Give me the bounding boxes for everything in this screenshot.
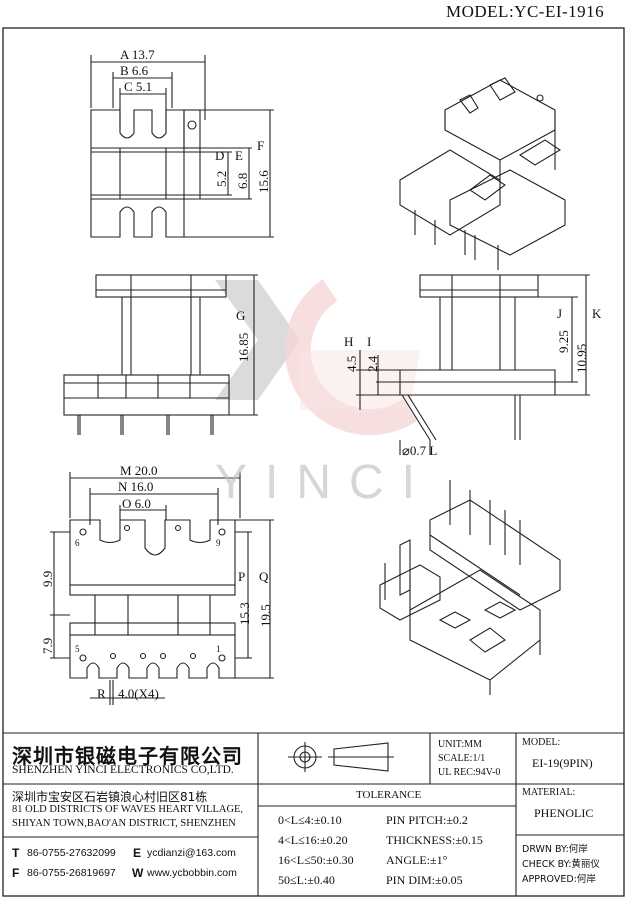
dim-e: E bbox=[235, 148, 243, 163]
thickness: THICKNESS:±0.15 bbox=[386, 833, 483, 847]
dim-j-value: 9.25 bbox=[556, 330, 571, 353]
bottom-view bbox=[50, 472, 274, 705]
side-view bbox=[356, 274, 590, 455]
tolerance-4: 50≤L:±0.40 bbox=[278, 873, 335, 887]
title-block-lines bbox=[3, 732, 624, 896]
dim-g-value: 16.85 bbox=[236, 332, 251, 362]
dim-g: G bbox=[236, 308, 246, 323]
dim-j: J bbox=[557, 306, 563, 321]
dim-o: O 6.0 bbox=[122, 496, 151, 511]
isometric-view-top bbox=[399, 77, 566, 270]
unit-label: UNIT:MM bbox=[438, 739, 482, 750]
dim-k-value: 10.95 bbox=[574, 343, 589, 373]
address-cn: 深圳市宝安区石岩镇浪心村旧区81栋 bbox=[12, 790, 208, 804]
web-label: W bbox=[132, 866, 144, 880]
dim-k: K bbox=[592, 306, 602, 321]
dim-e-value: 6.8 bbox=[235, 172, 250, 189]
dim-pin-diameter: ⌀0.7 L bbox=[402, 443, 438, 458]
dim-q-value: 19.5 bbox=[258, 604, 273, 627]
ul-label: UL REC:94V-0 bbox=[438, 767, 501, 778]
tolerance-1: 0<L≤4:±0.10 bbox=[278, 813, 342, 827]
material-label: MATERIAL: bbox=[522, 787, 576, 798]
dim-r-value: 4.0(X4) bbox=[118, 686, 159, 701]
email-value: ycdianzi@163.com bbox=[147, 847, 236, 859]
dim-a: A 13.7 bbox=[120, 47, 155, 62]
isometric-view-bottom bbox=[379, 480, 561, 695]
dim-d: D bbox=[215, 148, 225, 163]
tolerance-2: 4<L≤16:±0.20 bbox=[278, 833, 348, 847]
dim-f-value: 15.6 bbox=[256, 170, 271, 193]
company-name-en: SHENZHEN YINCI ELECTRONICS CO,LTD. bbox=[12, 764, 234, 776]
top-view bbox=[90, 55, 274, 238]
pin-label-6: 6 bbox=[75, 538, 80, 548]
fax-label: F bbox=[12, 866, 20, 880]
dim-p-value: 15.3 bbox=[237, 602, 252, 625]
scale-label: SCALE:1/1 bbox=[438, 753, 486, 764]
front-view bbox=[63, 274, 258, 435]
tolerance-3: 16<L≤50:±0.30 bbox=[278, 853, 354, 867]
dim-n: N 16.0 bbox=[118, 479, 154, 494]
address-en-line2: SHIYAN TOWN,BAO'AN DISTRICT, SHENZHEN bbox=[12, 818, 236, 829]
dim-q: Q bbox=[259, 569, 269, 584]
dim-i-value: 2.4 bbox=[365, 355, 380, 372]
fax-value: 86-0755-26819697 bbox=[27, 867, 116, 879]
dim-d-value: 5.2 bbox=[214, 170, 229, 187]
dim-left-upper: 9.9 bbox=[40, 570, 55, 587]
dim-f: F bbox=[257, 138, 265, 153]
address-en-line1: 81 OLD DISTRICTS OF WAVES HEART VILLAGE, bbox=[12, 804, 244, 815]
model-header: MODEL:YC-EI-1916 bbox=[446, 2, 605, 21]
dim-p: P bbox=[238, 569, 246, 584]
pin-label-5: 5 bbox=[75, 644, 80, 654]
pin-dim: PIN DIM:±0.05 bbox=[386, 873, 463, 887]
email-label: E bbox=[133, 846, 142, 860]
model-value: EI-19(9PIN) bbox=[532, 756, 593, 770]
dim-r: R bbox=[97, 686, 106, 701]
company-name-cn: 深圳市银磁电子有限公司 bbox=[12, 744, 243, 768]
approved-by: APPROVED:何岸 bbox=[522, 874, 596, 885]
angle: ANGLE:±1° bbox=[386, 853, 448, 867]
dim-left-lower: 7.9 bbox=[40, 637, 55, 654]
model-label: MODEL: bbox=[522, 737, 561, 748]
tolerance-title: TOLERANCE bbox=[356, 789, 422, 801]
dim-i: I bbox=[367, 334, 372, 349]
tel-value: 86-0755-27632099 bbox=[27, 847, 116, 859]
web-value: www.ycbobbin.com bbox=[147, 867, 237, 879]
watermark-text: YINCI bbox=[215, 456, 434, 509]
material-value: PHENOLIC bbox=[534, 806, 594, 820]
pin-label-9: 9 bbox=[216, 538, 221, 548]
sheet-border bbox=[2, 27, 625, 897]
dim-m: M 20.0 bbox=[120, 463, 158, 478]
dim-h: H bbox=[344, 334, 354, 349]
tel-label: T bbox=[12, 846, 20, 860]
drawn-by: DRWN BY:何岸 bbox=[522, 844, 588, 855]
checked-by: CHECK BY:黄丽仪 bbox=[522, 859, 600, 870]
dim-b: B 6.6 bbox=[120, 63, 149, 78]
dim-h-value: 4.5 bbox=[344, 355, 359, 372]
dim-c: C 5.1 bbox=[124, 79, 153, 94]
pin-label-1: 1 bbox=[216, 644, 221, 654]
pin-pitch: PIN PITCH:±0.2 bbox=[386, 813, 468, 827]
